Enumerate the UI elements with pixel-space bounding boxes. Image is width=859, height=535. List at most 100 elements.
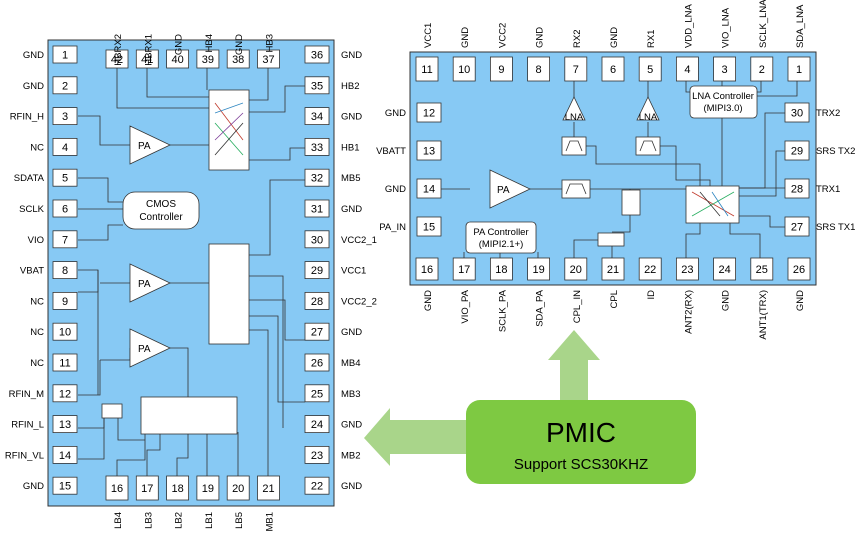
pin-number: 19: [532, 264, 544, 276]
pin-label: TRX2: [816, 108, 840, 119]
pin: 25: [750, 257, 774, 281]
cmos-label-sub: Controller: [139, 212, 183, 223]
pin-number: 30: [791, 108, 803, 120]
pin-label: GND: [23, 481, 44, 492]
right-chip-pins: 11VCC110GND9VCC28GND7RX26GND5RX14VDD_LNA…: [376, 0, 855, 340]
pa-controller-sub: (MIPI2.1+): [479, 239, 524, 250]
pin-number: 28: [791, 184, 803, 196]
right-chip-wiring: [441, 80, 798, 260]
pin-label: LB1: [204, 512, 215, 529]
lb-switch-block: [140, 396, 238, 435]
pin: 13: [52, 415, 78, 434]
left-pa-3: PA: [129, 328, 171, 368]
pin-number: 16: [111, 483, 123, 495]
coupler-block: [621, 189, 641, 216]
pin-number: 39: [202, 54, 214, 66]
pmic-subtitle: Support SCS30KHZ: [514, 456, 648, 473]
pin: 14: [416, 178, 442, 199]
lna-controller-label: LNA Controller: [692, 91, 754, 102]
pin: 30: [784, 102, 810, 123]
pin-number: 17: [141, 483, 153, 495]
pin-label: SCLK_PA: [497, 289, 508, 332]
pin: 30: [304, 230, 330, 249]
pin-number: 20: [232, 483, 244, 495]
pin-label: RFIN_H: [10, 112, 44, 123]
pin-number: 25: [756, 264, 768, 276]
pin-number: 33: [311, 142, 323, 154]
pin: 23: [304, 445, 330, 464]
pin-label: GND: [385, 108, 406, 119]
pin-number: 27: [791, 222, 803, 234]
pin: 9: [489, 56, 513, 82]
pin: 21: [601, 257, 625, 281]
pin: 32: [304, 168, 330, 187]
pin: 38: [226, 49, 250, 69]
pin-label: SCLK: [19, 204, 44, 215]
filter-rx1: [635, 136, 661, 156]
arrow-up: [548, 330, 600, 402]
pin-number: 18: [495, 264, 507, 276]
pa-controller-label: PA Controller: [473, 227, 528, 238]
left-chip-body: [47, 39, 335, 507]
pin-number: 1: [796, 64, 802, 76]
pin-number: 26: [793, 264, 805, 276]
pin: 2: [52, 76, 78, 95]
pa-label: PA: [138, 279, 151, 290]
pin-number: 21: [607, 264, 619, 276]
pin-number: 18: [171, 483, 183, 495]
pin-number: 3: [62, 111, 68, 123]
pin: 18: [489, 257, 513, 281]
pin-number: 9: [498, 64, 504, 76]
pin: 16: [105, 475, 129, 501]
pin: 41: [135, 49, 159, 69]
pin-number: 5: [62, 173, 68, 185]
pin-label: HB4: [204, 34, 215, 52]
pin-number: 12: [423, 108, 435, 120]
pin-number: 26: [311, 358, 323, 370]
pin-number: 24: [718, 264, 730, 276]
pin-label: RFIN_L: [11, 420, 44, 431]
lna-controller: LNA Controller (MIPI3.0): [689, 85, 758, 119]
pin-number: 15: [423, 222, 435, 234]
pin: 6: [601, 56, 625, 82]
lna-controller-sub: (MIPI3.0): [703, 103, 742, 114]
pin-number: 17: [458, 264, 470, 276]
pin-label: RX2: [572, 30, 583, 48]
pin-number: 25: [311, 388, 323, 400]
pin: 27: [784, 216, 810, 237]
pin-label: NC: [30, 296, 44, 307]
pin-label: GND: [535, 27, 546, 48]
pin-label: GND: [341, 204, 362, 215]
pin-number: 35: [311, 80, 323, 92]
pin: 12: [52, 384, 78, 403]
pin: 4: [52, 137, 78, 156]
pin: 8: [527, 56, 550, 82]
pin: 3: [713, 56, 736, 82]
pa-label: PA: [138, 344, 151, 355]
pin-number: 16: [421, 264, 433, 276]
pin-label: SCLK_LNA: [758, 0, 769, 48]
lna-rx2: LNA: [562, 96, 586, 123]
pin-label: GND: [341, 50, 362, 61]
pin: 33: [304, 137, 330, 156]
pin-label: GND: [341, 112, 362, 123]
pin-number: 23: [681, 264, 693, 276]
filter-rx2: [561, 136, 587, 156]
pin-label: RX1: [646, 30, 657, 48]
pin: 7: [564, 56, 588, 82]
left-chip-pins: 1GND2GND3RFIN_H4NC5SDATA6SCLK7VIO8VBAT9N…: [5, 34, 377, 532]
pin-label: HB1: [341, 142, 359, 153]
pin-label: GND: [23, 50, 44, 61]
pin-label: SDATA: [14, 173, 45, 184]
pin-number: 19: [202, 483, 214, 495]
pin: 22: [304, 476, 330, 495]
pin-number: 27: [311, 327, 323, 339]
pin: 28: [304, 291, 330, 310]
pin-label: VDD_LNA: [683, 4, 694, 48]
pin: 27: [304, 322, 330, 341]
pin-number: 22: [644, 264, 656, 276]
pin-label: LB4: [113, 512, 124, 529]
pin-label: VCC1: [423, 23, 434, 48]
pin: 19: [196, 475, 220, 501]
pin-number: 36: [311, 50, 323, 62]
